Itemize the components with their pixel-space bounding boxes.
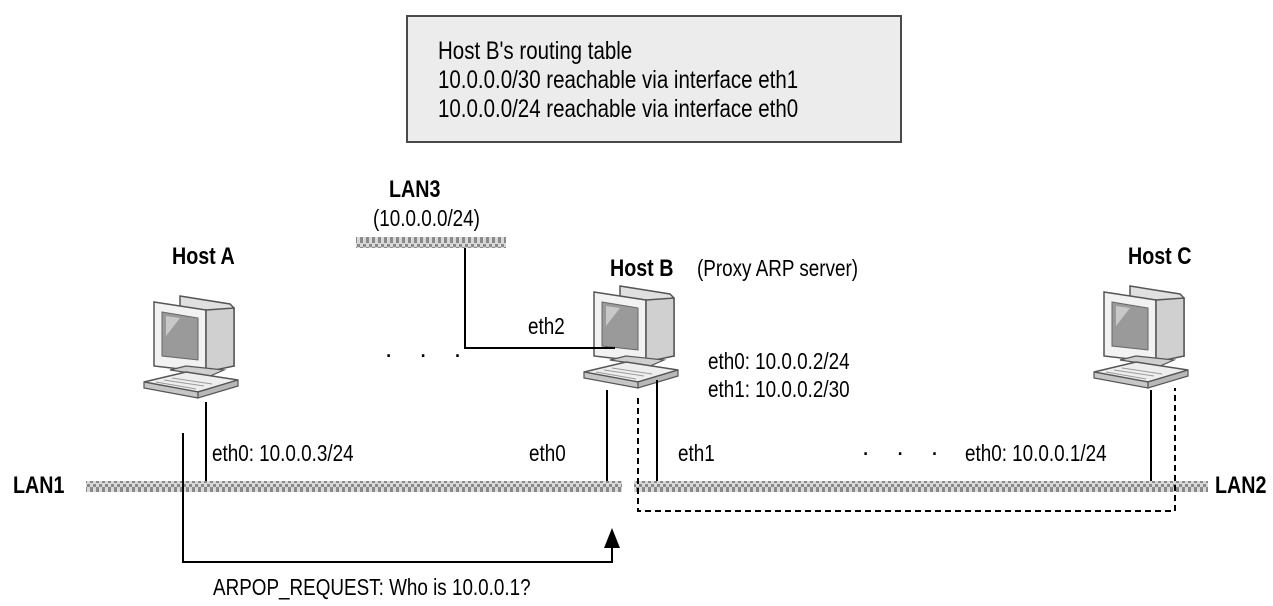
host-a-label: Host A: [172, 243, 235, 270]
routing-table-entry: 10.0.0.0/24 reachable via interface eth0: [438, 95, 799, 123]
host-b-eth2-link: [464, 248, 615, 349]
host-b-computer-icon: [583, 285, 679, 389]
lan1-bus: [86, 481, 622, 492]
lan2-bus: [634, 481, 1208, 492]
host-c-eth0-address: eth0: 10.0.0.1/24: [965, 440, 1107, 466]
host-b-eth0-address: eth0: 10.0.0.2/24: [708, 348, 850, 374]
host-b-eth0-label: eth0: [529, 440, 566, 466]
host-a-computer-icon: [143, 295, 239, 399]
lan3-bus: [356, 237, 506, 248]
arp-request-arrowhead: [604, 528, 620, 548]
host-b-eth1-label: eth1: [678, 440, 715, 466]
routing-table-box: Host B's routing table 10.0.0.0/30 reach…: [406, 15, 902, 143]
arp-request-caption: ARPOP_REQUEST: Who is 10.0.0.1?: [213, 574, 531, 600]
host-a-eth0-address: eth0: 10.0.0.3/24: [212, 440, 354, 466]
host-b-eth1-address: eth1: 10.0.0.2/30: [708, 376, 850, 402]
routing-table-title: Host B's routing table: [438, 37, 633, 65]
host-b-role-label: (Proxy ARP server): [697, 255, 859, 281]
proxy-arp-path: [637, 388, 1176, 512]
host-b-label: Host B: [610, 255, 674, 282]
lan3-label: LAN3: [389, 176, 441, 203]
ellipsis-lan3: . . .: [385, 333, 472, 363]
lan2-label: LAN2: [1215, 472, 1267, 499]
host-c-label: Host C: [1128, 243, 1192, 270]
ellipsis-lan2: . . .: [862, 431, 949, 461]
arp-request-path: [182, 433, 613, 563]
host-c-computer-icon: [1093, 285, 1189, 389]
lan3-subnet-label: (10.0.0.0/24): [373, 205, 480, 231]
lan1-label: LAN1: [13, 472, 65, 499]
host-b-eth2-label: eth2: [528, 313, 565, 339]
routing-table-entry: 10.0.0.0/30 reachable via interface eth1: [438, 66, 799, 94]
